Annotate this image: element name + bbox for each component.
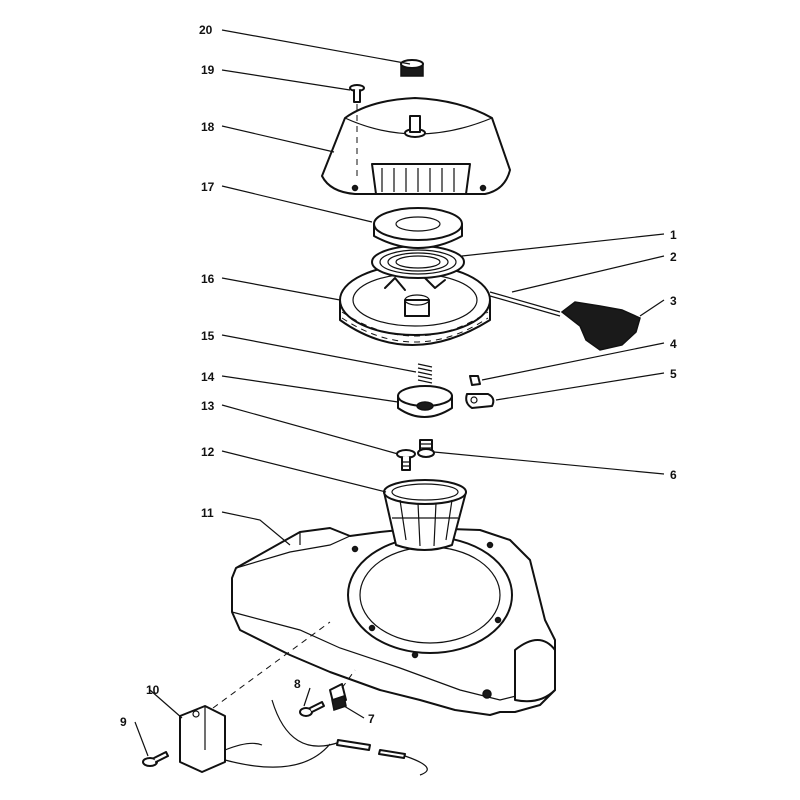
pawl-large [465, 393, 495, 409]
starter-cup [383, 479, 467, 551]
starter-rope [489, 291, 561, 317]
alignment-line-10 [212, 621, 331, 709]
callout-6: 6 [670, 468, 677, 482]
spring [417, 363, 433, 384]
pulley [339, 264, 491, 346]
callout-8: 8 [294, 677, 301, 691]
callout-9: 9 [120, 715, 127, 729]
callout-12: 12 [201, 445, 215, 459]
callout-3: 3 [670, 294, 677, 308]
callout-16: 16 [201, 272, 215, 286]
starter-handle [560, 301, 641, 351]
callout-19: 19 [201, 63, 215, 77]
callout-10: 10 [146, 683, 160, 697]
bracket-screw [299, 701, 325, 717]
nut [400, 59, 424, 77]
callout-7: 7 [368, 712, 375, 726]
callout-4: 4 [670, 337, 677, 351]
pawl-cam [397, 385, 453, 418]
callout-18: 18 [201, 120, 215, 134]
callout-20: 20 [199, 23, 213, 37]
callout-5: 5 [670, 367, 677, 381]
callout-labels: 20 19 18 17 16 15 14 13 12 11 10 9 8 7 6… [120, 23, 677, 729]
bolt [417, 439, 435, 458]
screw [396, 449, 416, 471]
starter-housing [321, 97, 511, 195]
spring-retainer [373, 207, 463, 249]
pawl-small [469, 375, 481, 386]
callout-11: 11 [201, 506, 214, 520]
stop-switch [179, 705, 263, 773]
rewind-spring [371, 245, 465, 279]
housing-screw [349, 84, 365, 103]
callout-2: 2 [670, 250, 677, 264]
callout-13: 13 [201, 399, 215, 413]
switch-screw [142, 751, 169, 767]
leader-lines [134, 29, 665, 757]
blower-housing [231, 527, 556, 716]
ground-bracket [329, 683, 347, 711]
callout-14: 14 [201, 370, 215, 384]
wire-lead [224, 699, 428, 776]
callout-1: 1 [670, 228, 677, 242]
alignment-line-7 [341, 669, 356, 689]
callout-17: 17 [201, 180, 215, 194]
callout-15: 15 [201, 329, 215, 343]
